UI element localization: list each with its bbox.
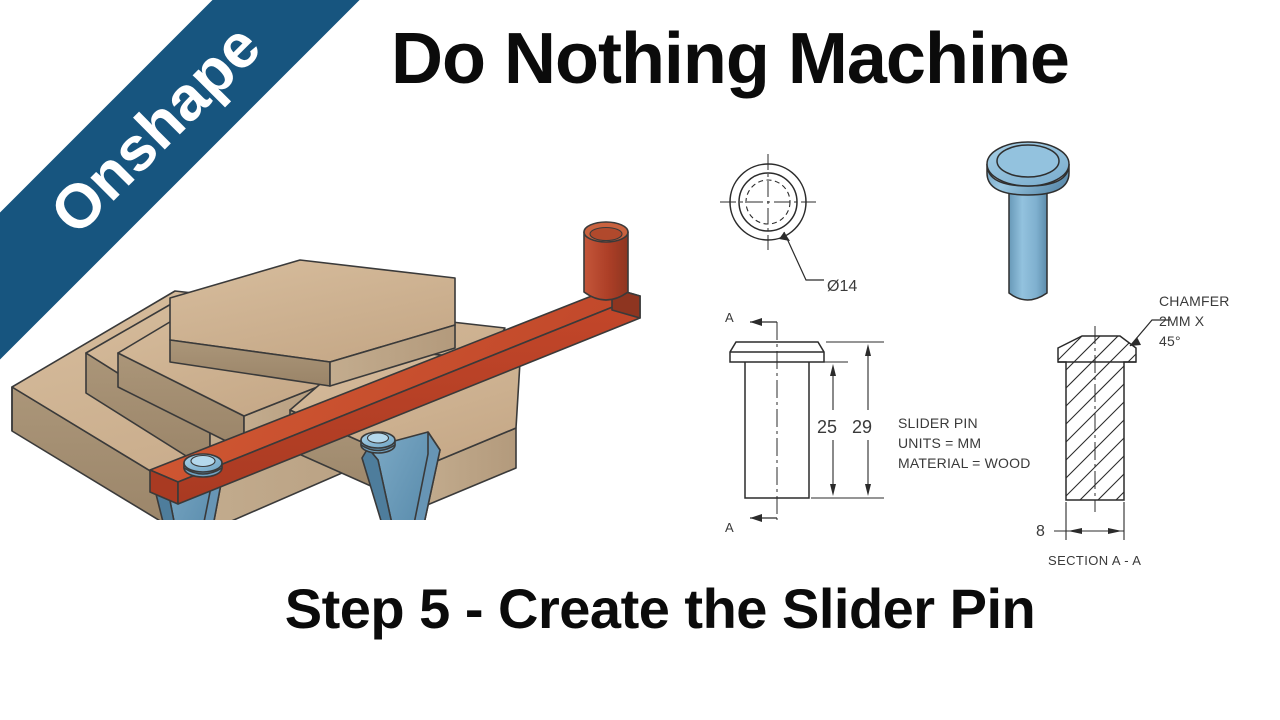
page-title: Do Nothing Machine (391, 19, 1070, 99)
section-caption-label: SECTION A - A (1048, 553, 1142, 568)
slider-pin-svg (986, 141, 1070, 301)
raised-block-middle (169, 259, 456, 387)
drawing-svg (720, 154, 1170, 540)
section-mark-bottom-label: A (725, 520, 734, 535)
part-notes-block: SLIDER PIN UNITS = MM MATERIAL = WOOD (898, 415, 1031, 471)
overall-length-dimension-label: 29 (852, 417, 873, 437)
dimension-width-8 (1054, 502, 1125, 540)
slider-pin-head-right (360, 431, 396, 454)
slider-pin-head-left (183, 453, 223, 478)
dimensions-front (811, 341, 884, 499)
shaft-length-dimension-label: 25 (817, 417, 838, 437)
assembly-render (0, 150, 690, 543)
diameter-dimension-label: Ø14 (827, 278, 858, 295)
step-caption: Step 5 - Create the Slider Pin (284, 577, 1036, 640)
front-view (729, 318, 825, 522)
dovetail-slider-right (361, 431, 441, 525)
assembly-svg (11, 221, 641, 543)
top-view (720, 154, 824, 281)
slider-pin-render (965, 135, 1115, 325)
width-dimension-label: 8 (1036, 523, 1045, 540)
engineering-drawing: Ø14 A A 25 29 SLIDER PIN UNITS = MM MATE… (700, 140, 1280, 580)
section-mark-top-label: A (725, 310, 734, 325)
chamfer-note-label: CHAMFER 2MM X 45° (1159, 293, 1230, 349)
slider-arm (149, 287, 641, 505)
handle-knob (583, 221, 629, 301)
section-view (1057, 319, 1170, 512)
